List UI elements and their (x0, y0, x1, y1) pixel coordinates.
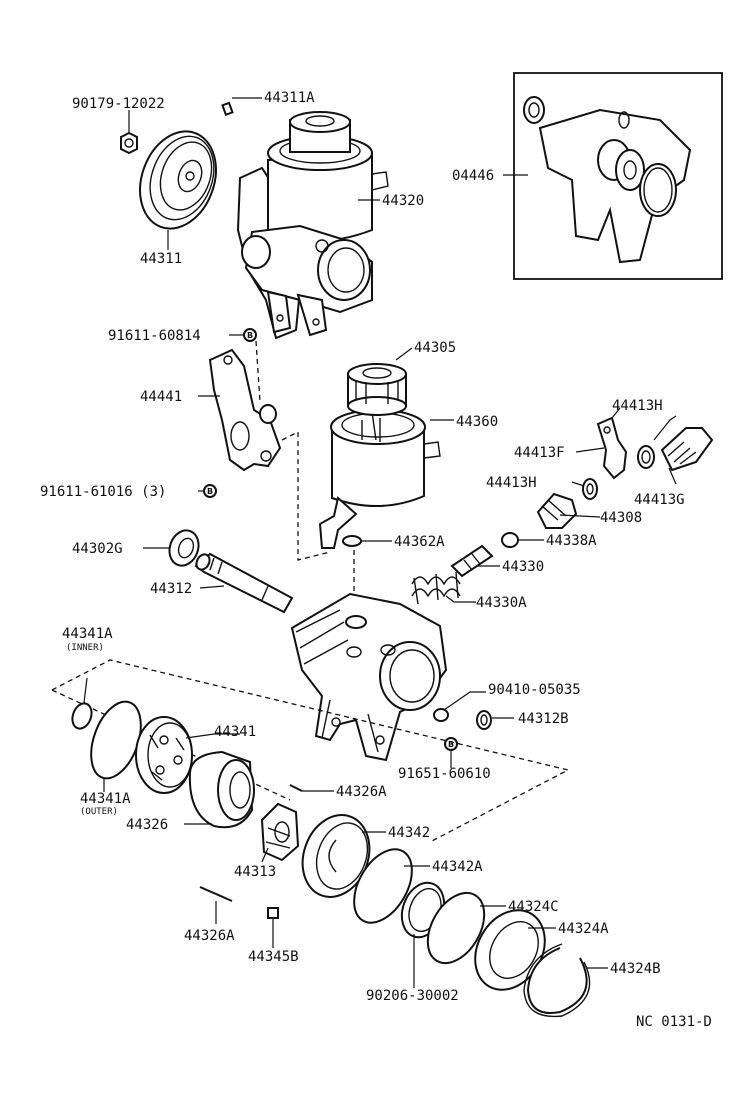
label-44320: 44320 (382, 193, 424, 209)
label-44313: 44313 (234, 864, 276, 880)
label-44312: 44312 (150, 581, 192, 597)
pin-44326a-low-drawing (199, 886, 233, 902)
outlet-fitting-drawing (596, 416, 628, 480)
bearing-44302g-drawing (168, 529, 200, 567)
reservoir-guide-line (281, 430, 331, 561)
label-44360: 44360 (456, 414, 498, 430)
label-91611-61016: 91611-61016 (3) (40, 484, 166, 500)
nut-90410-drawing (433, 708, 449, 722)
label-44324c: 44324C (508, 899, 559, 915)
bracket-bolt-bottom-drawing: B (203, 484, 217, 498)
label-44413g: 44413G (634, 492, 685, 508)
label-44326a-low: 44326A (184, 928, 235, 944)
label-44345b: 44345B (248, 949, 299, 965)
washer-44413h-upper-drawing (637, 445, 655, 469)
pulley-nut-drawing (120, 131, 138, 155)
label-90179-12022: 90179-12022 (72, 96, 165, 112)
label-44341a-outer: 44341A (80, 791, 131, 807)
label-44413f: 44413F (514, 445, 565, 461)
label-44413h-top: 44413H (612, 398, 663, 414)
spring-44330a-drawing (411, 571, 461, 605)
label-91651-60610: 91651-60610 (398, 766, 491, 782)
pump-body-drawing (290, 592, 448, 762)
bracket-bolt-guide-line (255, 340, 261, 403)
label-44413h-mid: 44413H (486, 475, 537, 491)
label-44305: 44305 (414, 340, 456, 356)
reservoir-cap-drawing (347, 363, 407, 416)
label-44338a: 44338A (546, 533, 597, 549)
o-ring-44362a-drawing (342, 535, 362, 547)
label-44441: 44441 (140, 389, 182, 405)
label-44341a-outer-sub: (OUTER) (80, 807, 118, 817)
label-44324b: 44324B (610, 961, 661, 977)
pressure-plate-44342-drawing (301, 814, 371, 898)
snap-ring-44324b-drawing (523, 943, 591, 1018)
bolt-91651-drawing: B (444, 737, 458, 751)
label-44326: 44326 (126, 817, 168, 833)
svg-text:B: B (247, 331, 253, 340)
o-ring-inner-drawing (71, 702, 93, 730)
washer-44413h-lower-drawing (582, 478, 598, 500)
cartridge-guide-upper (51, 659, 570, 843)
vane-44345b-drawing (267, 907, 279, 919)
reservoir-drawing (318, 409, 441, 549)
bracket-drawing (208, 348, 282, 472)
union-bolt-drawing (660, 427, 714, 472)
label-44312b: 44312B (518, 711, 569, 727)
pulley-key-drawing (221, 101, 234, 117)
rotor-44313-drawing (260, 802, 300, 862)
pin-44326a-mid-drawing (289, 784, 303, 792)
label-44311a: 44311A (264, 90, 315, 106)
label-44341a-inner: 44341A (62, 626, 113, 642)
bracket-bolt-top-drawing: B (243, 328, 257, 342)
o-ring-44338a-drawing (501, 532, 519, 548)
flow-control-fitting-drawing (536, 492, 578, 529)
label-44341a-inner-sub: (INNER) (66, 643, 104, 653)
label-44330: 44330 (502, 559, 544, 575)
o-ring-44324c-drawing (426, 891, 486, 965)
label-90410-05035: 90410-05035 (488, 682, 581, 698)
pulley-drawing (139, 130, 217, 230)
label-44342: 44342 (388, 825, 430, 841)
svg-text:B: B (207, 487, 213, 496)
svg-text:B: B (448, 740, 454, 749)
seal-44312b-drawing (476, 710, 492, 730)
side-plate-44341-drawing (135, 716, 193, 794)
cam-ring-44326-drawing (188, 750, 255, 829)
flow-control-valve-drawing (450, 544, 494, 578)
label-44311: 44311 (140, 251, 182, 267)
label-44326a-mid: 44326A (336, 784, 387, 800)
label-44342a: 44342A (432, 859, 483, 875)
label-44330a: 44330A (476, 595, 527, 611)
label-44302g: 44302G (72, 541, 123, 557)
label-44341: 44341 (214, 724, 256, 740)
label-44324a: 44324A (558, 921, 609, 937)
leader-lines (83, 97, 677, 988)
part-labels: 90179-12022 44311A 44311 44320 04446 916… (40, 90, 712, 1030)
pump-assembly-drawing (236, 111, 389, 340)
label-44362a: 44362A (394, 534, 445, 550)
label-91611-60814: 91611-60814 (108, 328, 201, 344)
shaft-44312-drawing (194, 552, 294, 614)
label-04446: 04446 (452, 168, 494, 184)
o-ring-44342a-drawing (353, 848, 413, 924)
diagram-code: NC 0131-D (636, 1014, 712, 1030)
label-44308: 44308 (600, 510, 642, 526)
kit-box (513, 72, 723, 280)
label-90206-30002: 90206-30002 (366, 988, 459, 1004)
